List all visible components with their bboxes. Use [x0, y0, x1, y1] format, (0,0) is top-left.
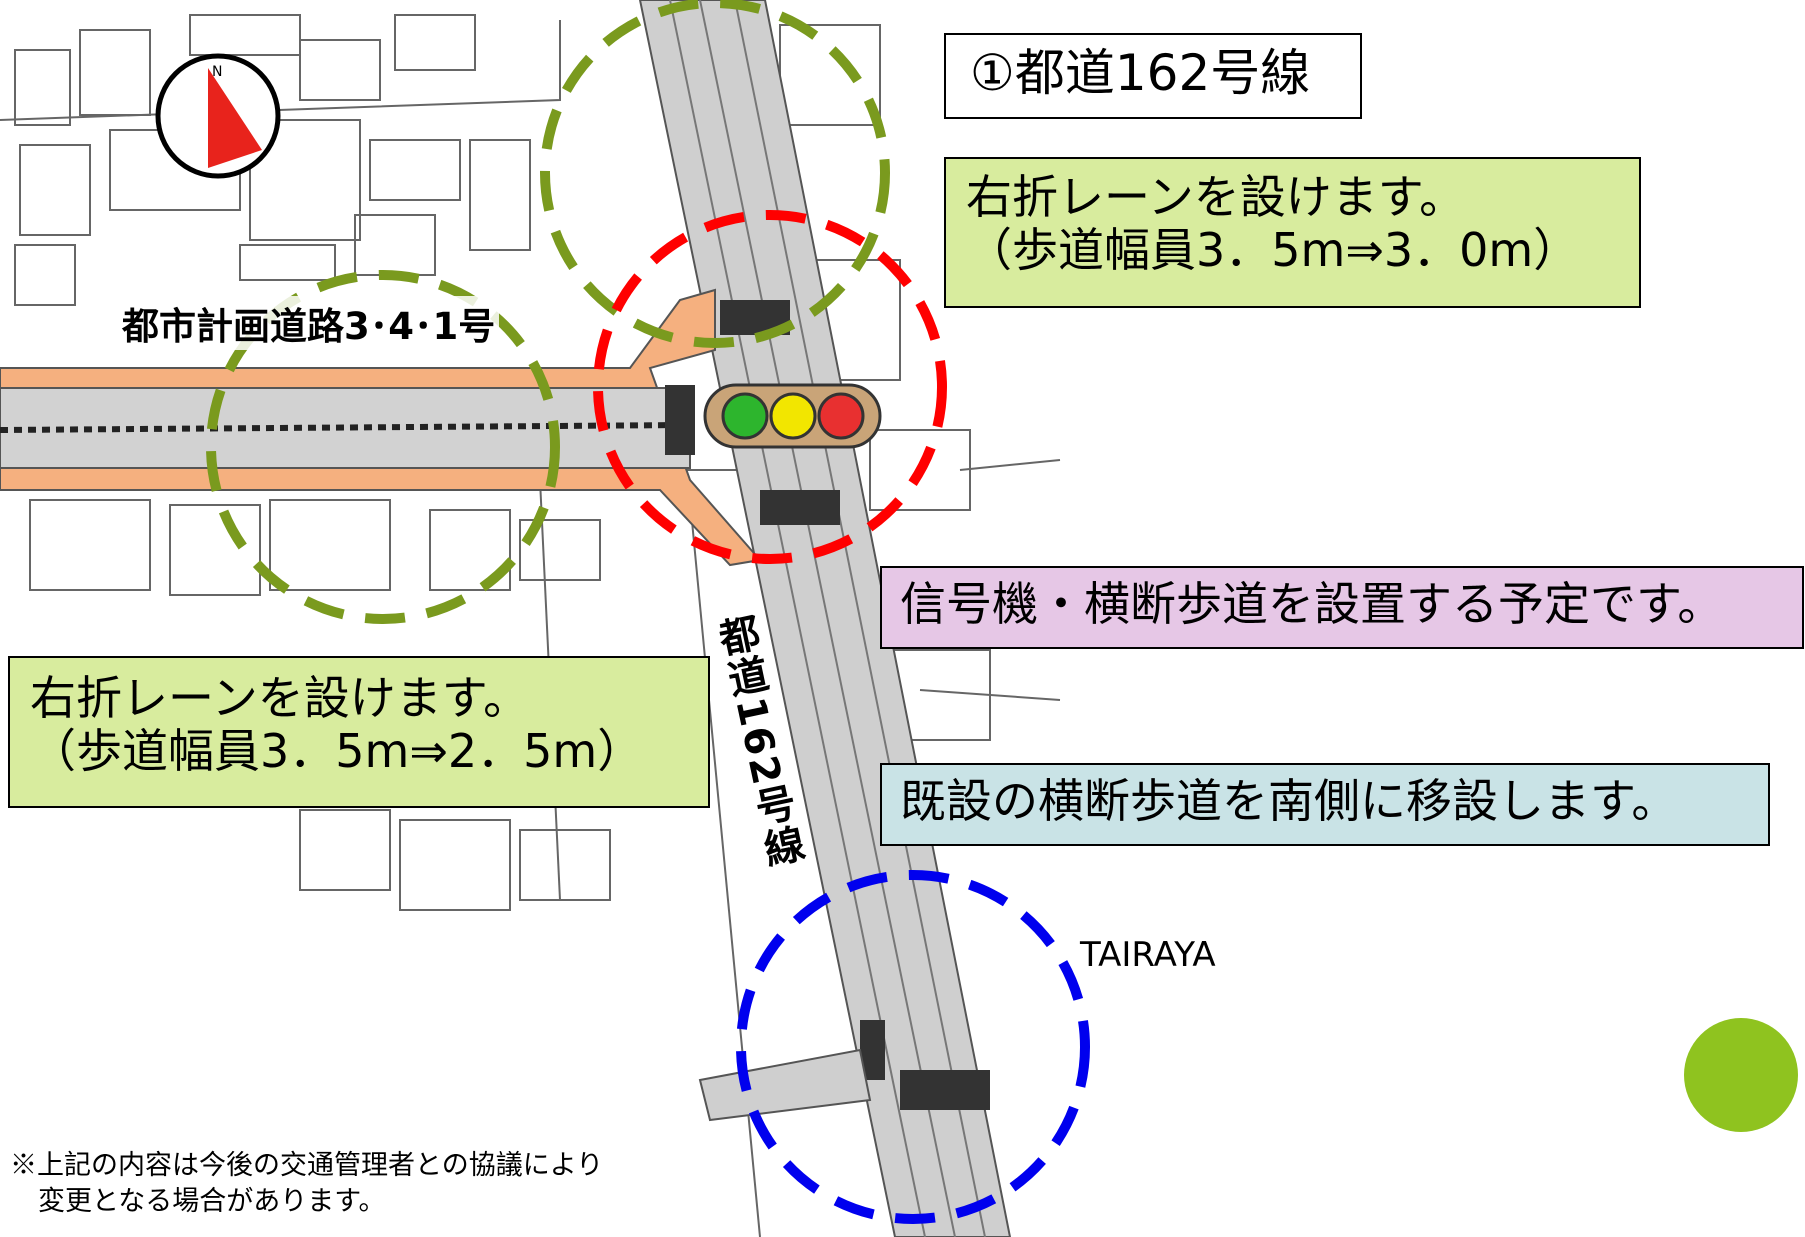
green-dashed-circle-north	[540, 0, 890, 348]
note-right-turn-north-line1: 右折レーンを設けます。	[966, 170, 1466, 224]
red-dashed-circle-intersection	[593, 210, 947, 564]
blue-dashed-circle-south	[736, 870, 1090, 1224]
note-right-turn-west-line2: （歩道幅員3．5m⇒2．5m）	[30, 723, 644, 778]
tairaya-label: TAIRAYA	[1080, 935, 1216, 975]
south-side-road	[698, 1048, 872, 1122]
note-crosswalk-relocation-text: 既設の横断歩道を南側に移設します。	[900, 774, 1678, 828]
note-right-turn-west: 右折レーンを設けます。 （歩道幅員3．5m⇒2．5m）	[8, 656, 710, 808]
disclaimer-line1: ※上記の内容は今後の交通管理者との協議により	[10, 1150, 604, 1181]
note-signal-crosswalk: 信号機・横断歩道を設置する予定です。	[880, 566, 1804, 649]
city-planning-road-label: 都市計画道路3･4･1号	[118, 296, 500, 350]
decorative-green-dot	[1684, 1018, 1798, 1132]
traffic-signal-icon	[703, 383, 882, 449]
crosswalks	[665, 300, 990, 1110]
north-label: N	[212, 64, 222, 80]
note-signal-text: 信号機・横断歩道を設置する予定です。	[900, 577, 1724, 631]
route-title: ①都道162号線	[970, 44, 1311, 102]
disclaimer: ※上記の内容は今後の交通管理者との協議により 変更となる場合があります。	[10, 1148, 603, 1221]
north-arrow-icon: N	[155, 53, 281, 179]
note-right-turn-west-line1: 右折レーンを設けます。	[30, 671, 530, 725]
note-crosswalk-relocation: 既設の横断歩道を南側に移設します。	[880, 763, 1770, 846]
note-right-turn-north: 右折レーンを設けます。 （歩道幅員3．5m⇒3．0m）	[944, 157, 1641, 308]
disclaimer-line2: 変更となる場合があります。	[38, 1186, 386, 1218]
note-right-turn-north-line2: （歩道幅員3．5m⇒3．0m）	[966, 222, 1580, 277]
route-title-box: ①都道162号線	[944, 33, 1362, 119]
green-dashed-circle-west	[206, 270, 560, 624]
